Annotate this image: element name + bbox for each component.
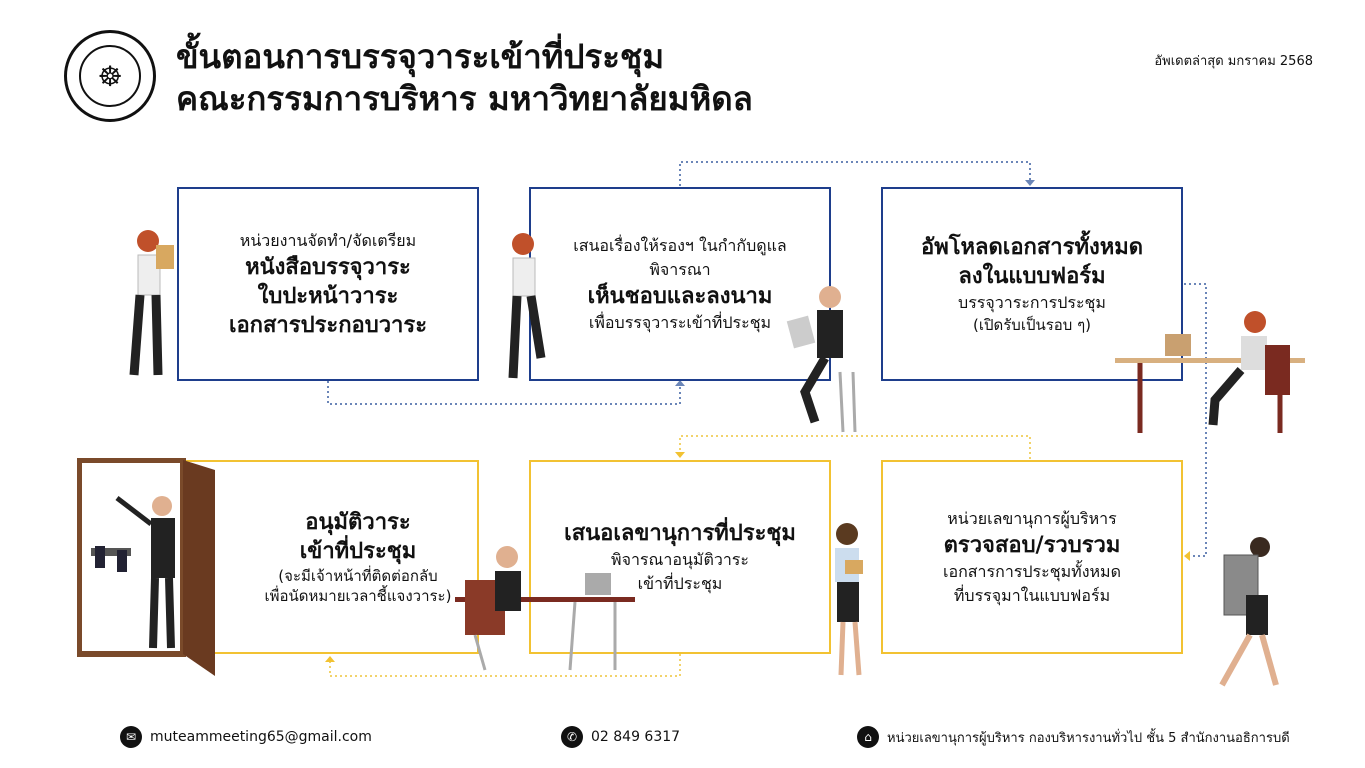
- woman-carrying-files-illustration: [1219, 537, 1279, 687]
- envelope-icon: ✉: [120, 726, 142, 748]
- woman-at-open-door-illustration: [77, 458, 215, 676]
- step-6-agenda-approved: อนุมัติวาระ เข้าที่ประชุม (จะมีเจ้าหน้าท…: [177, 460, 479, 654]
- connector-3-4: [1184, 283, 1207, 557]
- footer-address: ⌂ หน่วยเลขานุการผู้บริหาร กองบริหารงานทั…: [857, 726, 1290, 748]
- woman-presenting-illustration: [508, 233, 546, 379]
- footer-email: ✉ muteammeeting65@gmail.com: [120, 726, 372, 748]
- page-title: ขั้นตอนการบรรจุวาระเข้าที่ประชุม คณะกรรม…: [176, 37, 753, 118]
- connector-2-3: [679, 161, 1031, 186]
- step-5-meeting-secretary: เสนอเลขานุการที่ประชุม พิจารณาอนุมัติวาร…: [529, 460, 831, 654]
- woman-holding-document-illustration: [129, 230, 174, 376]
- mahidol-logo: ☸: [64, 30, 156, 122]
- step-1-prepare-documents: หน่วยงานจัดทำ/จัดเตรียม หนังสือบรรจุวาระ…: [177, 187, 479, 381]
- connector-4-5: [679, 435, 1031, 459]
- step-4-secretariat-review: หน่วยเลขานุการผู้บริหาร ตรวจสอบ/รวบรวม เ…: [881, 460, 1183, 654]
- connector-5-6: [329, 654, 681, 677]
- email-link[interactable]: muteammeeting65@gmail.com: [150, 729, 372, 745]
- connector-1-2: [327, 381, 681, 405]
- step-2-vice-president-approval: เสนอเรื่องให้รองฯ ในกำกับดูแล พิจารณา เห…: [529, 187, 831, 381]
- phone-number: 02 849 6317: [591, 729, 681, 745]
- man-at-desk-illustration: [455, 546, 635, 671]
- woman-at-desk-with-laptop-illustration: [1115, 311, 1305, 433]
- woman-with-folder-illustration: [835, 523, 863, 676]
- last-updated: อัพเดตล่าสุด มกราคม 2568: [1154, 54, 1313, 69]
- home-icon: ⌂: [857, 726, 879, 748]
- address-text: หน่วยเลขานุการผู้บริหาร กองบริหารงานทั่ว…: [887, 730, 1290, 746]
- footer-phone: ✆ 02 849 6317: [561, 726, 680, 748]
- man-on-stool-with-tablet-illustration: [786, 286, 857, 433]
- phone-icon: ✆: [561, 726, 583, 748]
- step-3-upload-documents: อัพโหลดเอกสารทั้งหมด ลงในแบบฟอร์ม บรรจุว…: [881, 187, 1183, 381]
